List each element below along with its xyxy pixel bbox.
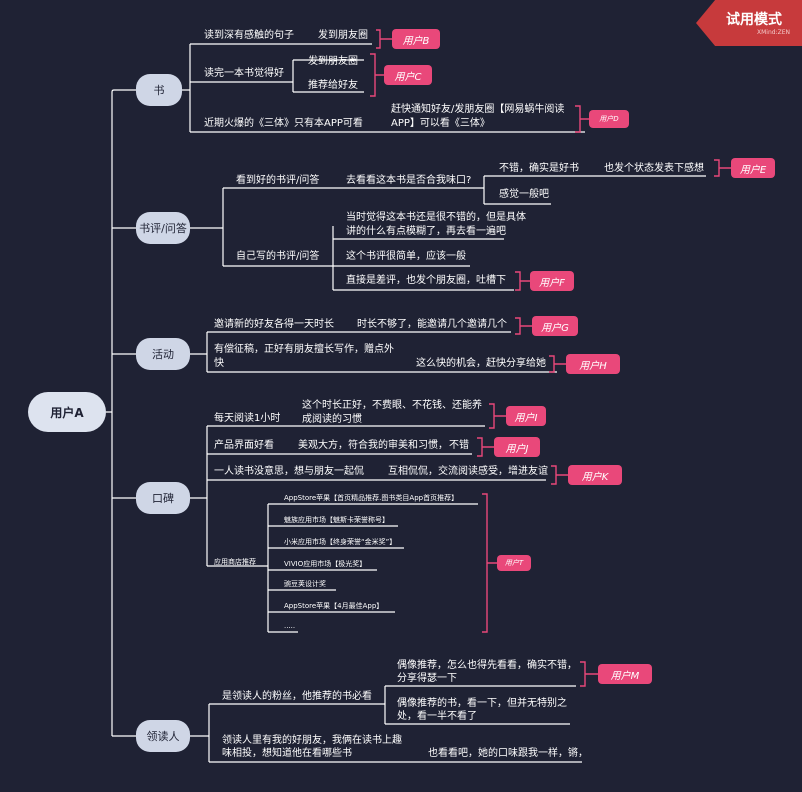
user-tag-k[interactable]: 用户K [568,465,622,485]
topic-invite-friends[interactable]: 邀请新的好友各得一天时长 [214,319,334,330]
topic-store-wandoujia[interactable]: 豌豆荚设计奖 [284,580,326,588]
topic-exchange-thoughts[interactable]: 互相侃侃，交流阅读感受，增进友谊 [388,466,548,477]
topic-share-moments-2[interactable]: 发到朋友圈 [308,56,358,67]
topic-daily-reading[interactable]: 每天阅读1小时 [214,413,281,424]
topic-three-body[interactable]: 近期火爆的《三体》只有本APP可看 [204,118,363,129]
user-tag-e[interactable]: 用户E [731,158,775,178]
branch-activity[interactable]: 活动 [136,338,190,370]
user-tag-m[interactable]: 用户M [598,664,652,684]
topic-notify-friends-line2[interactable]: APP】可以看《三体》 [391,118,490,129]
topic-idol-book-line1[interactable]: 偶像推荐的书，看一下，但并无特别之 [397,698,567,709]
topic-app-store-recommend[interactable]: 应用商店推荐 [214,558,256,566]
user-tag-d[interactable]: 用户D [589,110,629,128]
topic-read-with-friends[interactable]: 一人读书没意思，想与朋友一起侃 [214,466,364,477]
topic-recommend-friend[interactable]: 推荐给好友 [308,80,358,91]
topic-idol-recommend-line2[interactable]: 分享得瑟一下 [397,673,457,684]
topic-duration-line1[interactable]: 这个时长正好，不费眼、不花钱、还能养 [302,400,482,411]
topic-share-moments[interactable]: 发到朋友圈 [318,30,368,41]
topic-store-appstore-april[interactable]: AppStore苹果【4月最佳App】 [284,602,384,610]
topic-same-taste[interactable]: 也看看吧，她的口味跟我一样，锵， [428,748,588,759]
topic-invite-more[interactable]: 时长不够了，能邀请几个邀请几个 [357,319,507,330]
topic-store-xiaomi[interactable]: 小米应用市场【终身荣誉“金米奖”】 [284,538,397,546]
topic-duration-line2[interactable]: 成阅读的习惯 [302,414,362,425]
topic-store-more[interactable]: ..... [284,622,296,630]
topic-bad-review[interactable]: 直接是差评，也发个朋友圈，吐槽下 [346,275,506,286]
branch-word-of-mouth[interactable]: 口碑 [136,482,190,514]
topic-store-vivo[interactable]: VIVIO应用市场【极光奖】 [284,560,367,568]
topic-paid-writing-line2[interactable]: 快 [214,358,224,369]
user-tag-i[interactable]: 用户I [506,406,546,426]
topic-book-sentence[interactable]: 读到深有感触的句子 [204,30,294,41]
topic-store-meizu[interactable]: 魅族应用市场【魅斯卡荣誉称号】 [284,516,389,524]
topic-leader-fan[interactable]: 是领读人的粉丝，他推荐的书必看 [222,691,372,702]
topic-not-bad[interactable]: 不错 [449,440,469,451]
topic-friend-leader-line2[interactable]: 味相投，想知道他在看哪些书 [222,748,352,759]
topic-see-good-review[interactable]: 看到好的书评/问答 [236,175,320,186]
topic-check-taste[interactable]: 去看看这本书是否合我味口? [346,175,472,186]
topic-just-ok[interactable]: 感觉一般吧 [499,189,549,200]
topic-idol-recommend-line1[interactable]: 偶像推荐，怎么也得先看看，确实不错， [397,660,577,671]
branch-book[interactable]: 书 [136,74,182,106]
topic-store-appstore-home[interactable]: AppStore苹果【首页精品推荐.图书类目App首页推荐】 [284,494,459,502]
trial-mode-badge [696,0,802,46]
topic-reread-line2[interactable]: 讲的什么有点模糊了，再去看一遍吧 [346,226,506,237]
topic-paid-writing-line1[interactable]: 有偿征稿，正好有朋友擅长写作，赠点外 [214,344,394,355]
topic-simple-review[interactable]: 这个书评很简单，应该一般 [346,251,466,262]
user-tag-t[interactable]: 用户T [497,555,531,571]
topic-share-to-her[interactable]: 这么快的机会，赶快分享给她 [416,358,546,369]
topic-beautiful[interactable]: 美观大方，符合我的审美和习惯， [298,440,448,451]
user-tag-j[interactable]: 用户J [494,437,540,457]
topic-reread-line1[interactable]: 当时觉得这本书还是很不错的，但是具体 [346,212,526,223]
user-tag-f[interactable]: 用户F [530,271,574,291]
topic-friend-leader-line1[interactable]: 领读人里有我的好朋友，我俩在读书上趣 [222,735,402,746]
branch-leader[interactable]: 领读人 [136,720,190,752]
topic-notify-friends-line1[interactable]: 赶快通知好友/发朋友圈【网易蜗牛阅读 [391,104,565,115]
user-tag-c[interactable]: 用户C [384,65,432,85]
topic-good-book[interactable]: 不错，确实是好书 [499,163,579,174]
topic-finished-book[interactable]: 读完一本书觉得好 [204,68,284,79]
trial-mode-brand: XMind:ZEN [757,29,790,36]
trial-mode-title: 试用模式 [726,12,782,28]
topic-own-review[interactable]: 自己写的书评/问答 [236,251,320,262]
user-tag-h[interactable]: 用户H [566,354,620,374]
topic-post-thoughts[interactable]: 也发个状态发表下感想 [604,163,704,174]
branch-review[interactable]: 书评/问答 [136,212,190,244]
root-node[interactable]: 用户A [28,392,106,432]
topic-nice-ui[interactable]: 产品界面好看 [214,440,274,451]
user-tag-b[interactable]: 用户B [392,29,440,49]
topic-idol-book-line2[interactable]: 处，看一半不看了 [397,711,477,722]
user-tag-g[interactable]: 用户G [532,316,578,336]
